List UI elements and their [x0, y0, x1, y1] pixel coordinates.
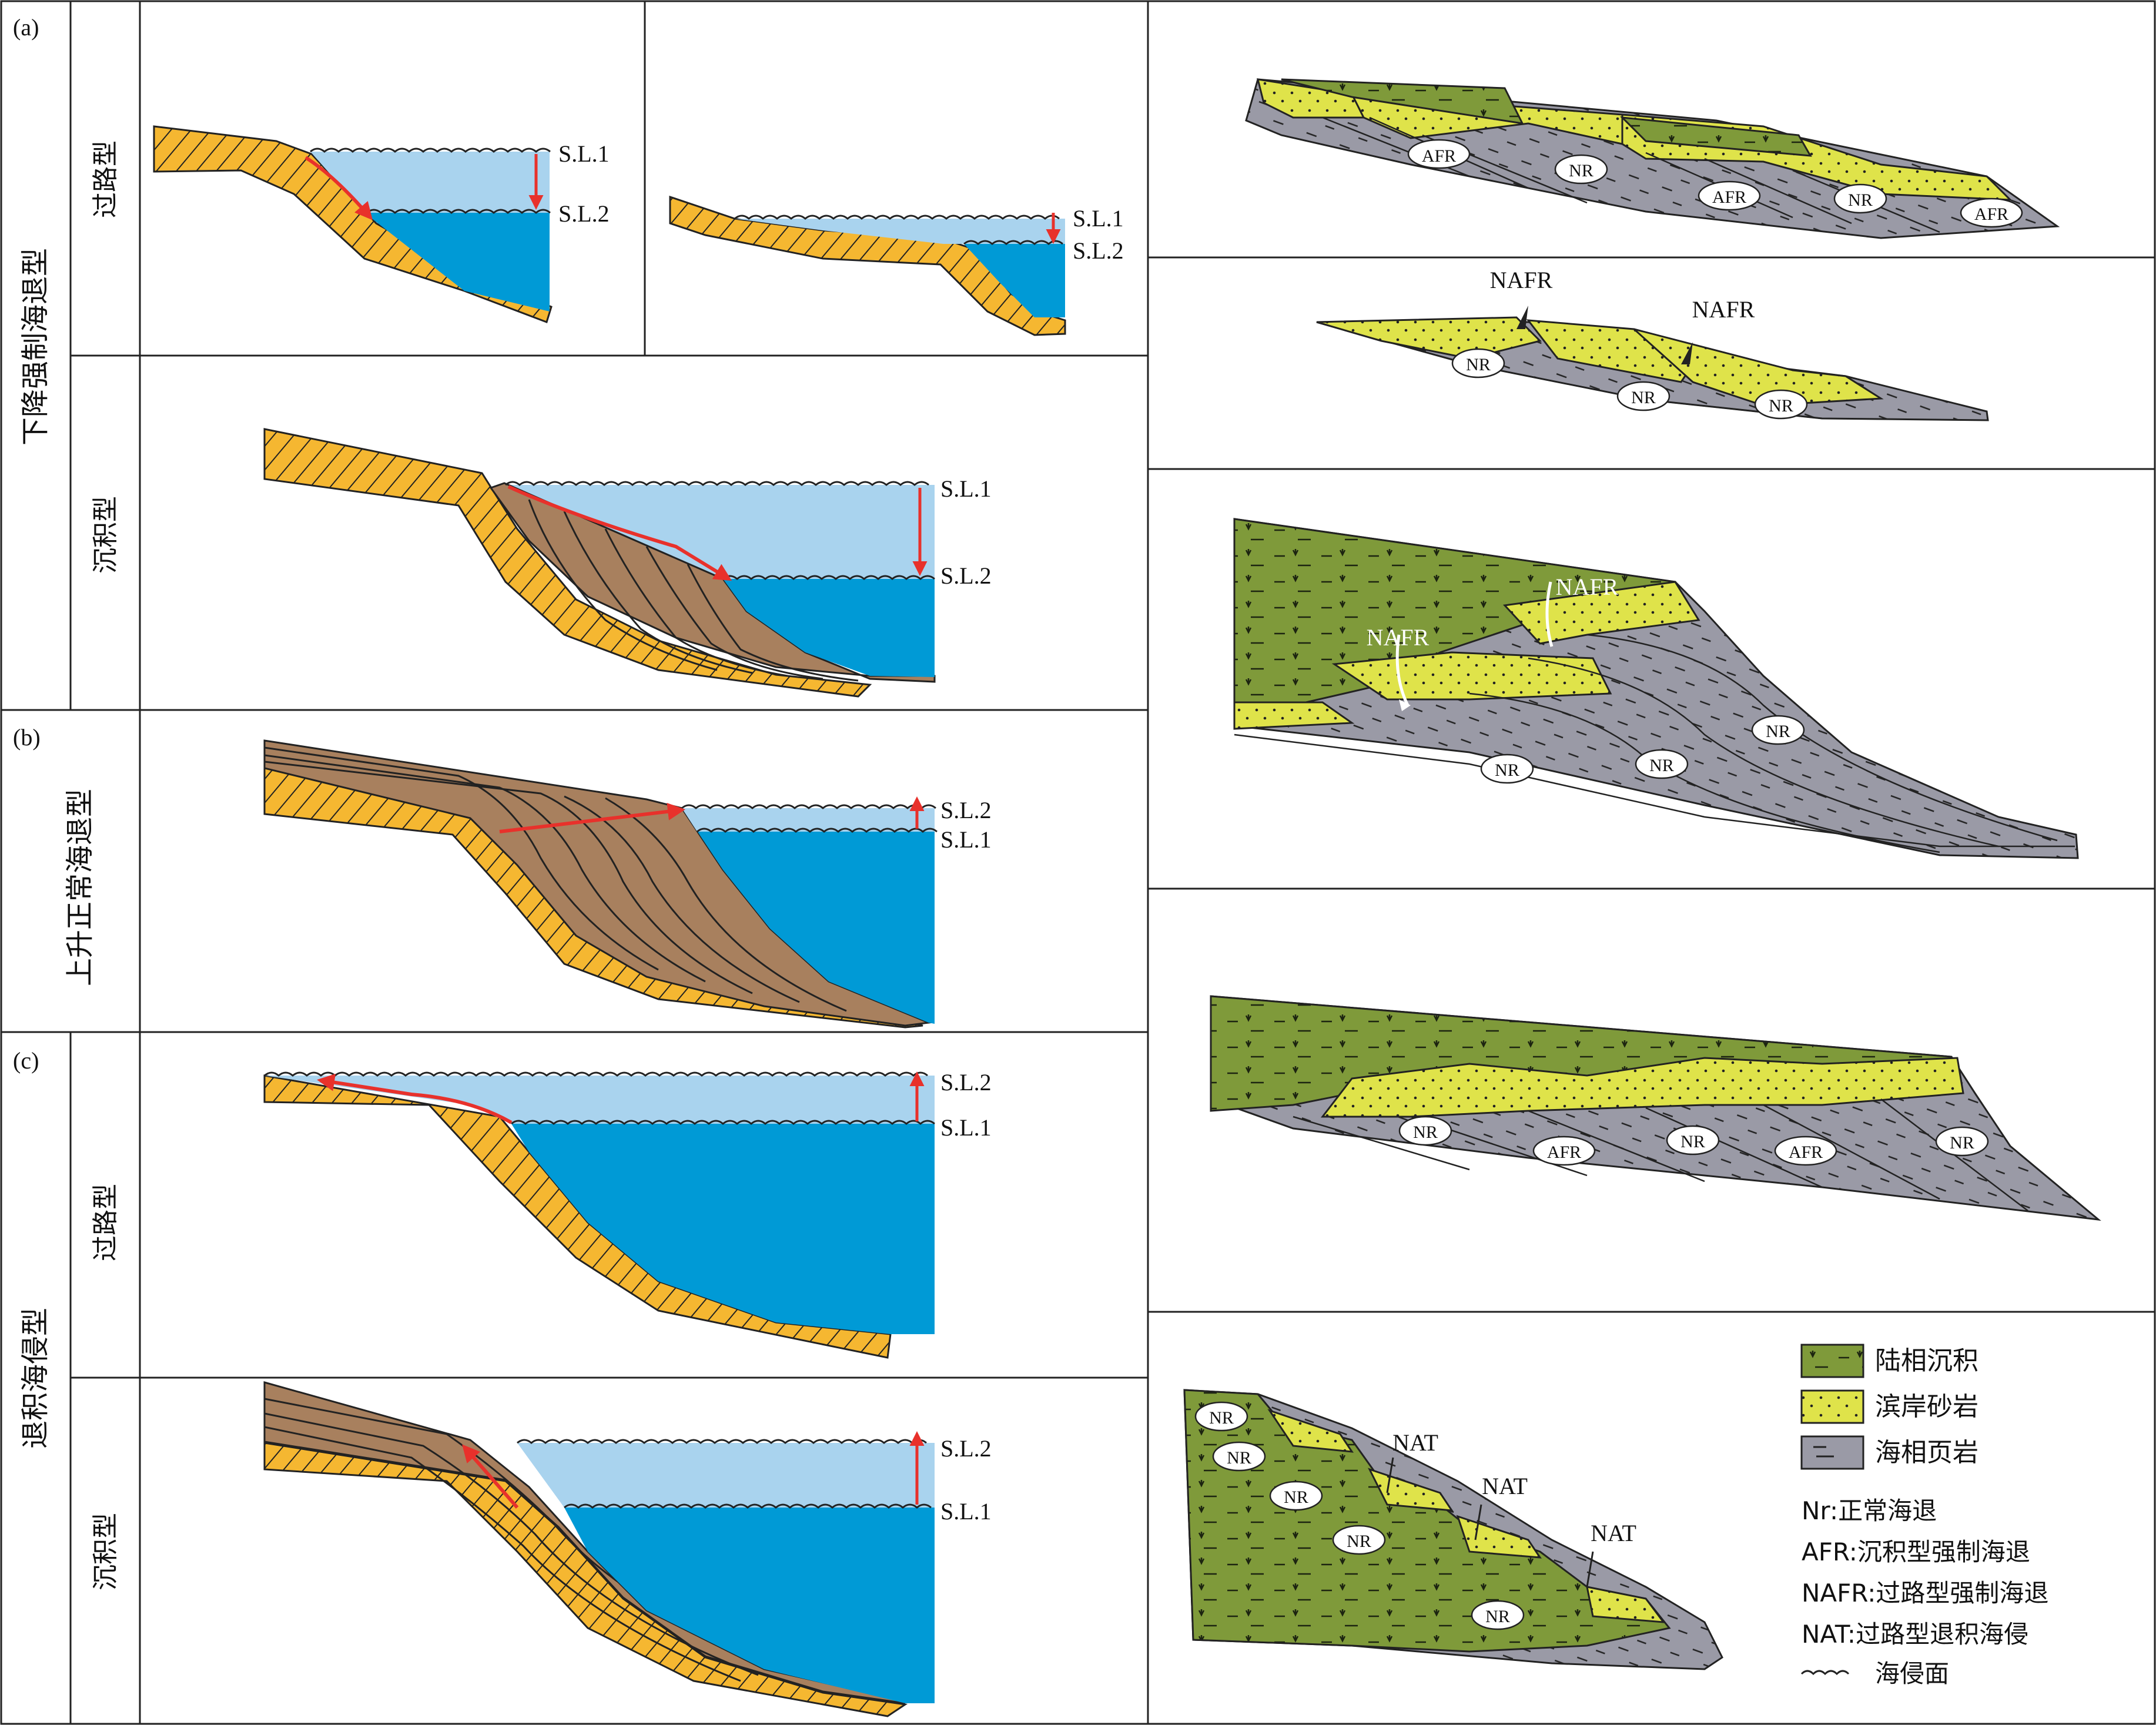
diagram-c-depositional: S.L.2 S.L.1: [263, 1381, 992, 1717]
facies-afr: AFR: [1547, 1143, 1581, 1162]
group-c-title: 退积海侵型: [19, 1308, 52, 1449]
clinoform-lines: [528, 499, 859, 682]
sl2-label: S.L.2: [558, 200, 610, 227]
group-labels: (a) 下降强制海退型 过路型 沉积型 (b) 上升正常海退型 (c) 退积海侵…: [13, 14, 120, 1590]
facies-afr: AFR: [1974, 205, 2008, 224]
legend-swatch-shale: [1800, 1435, 1864, 1470]
group-b-label: (b): [13, 724, 41, 751]
diagram-a-bypass-2: S.L.1 S.L.2: [669, 195, 1124, 336]
facies-nr: NR: [1848, 190, 1873, 210]
sl1-label: S.L.1: [558, 140, 610, 167]
legend-note: NAFR:过路型强制海退: [1802, 1579, 2048, 1607]
sl1-label: S.L.1: [940, 1498, 992, 1525]
legend-note: Nr:正常海退: [1802, 1496, 1937, 1525]
clinoform-lines: [264, 746, 847, 1012]
facies-nr: NR: [1649, 756, 1674, 775]
sl1-label: S.L.1: [940, 475, 992, 502]
facies-nr: NR: [1413, 1123, 1438, 1142]
diagram-a-bypass-1: S.L.1 S.L.2: [153, 125, 610, 323]
group-b-title: 上升正常海退型: [63, 789, 96, 986]
facies-nr: NR: [1485, 1607, 1510, 1626]
transgressive-surface-symbol: [1800, 1670, 1850, 1676]
group-a-title: 下降强制海退型: [19, 248, 52, 446]
group-a-row1-label: 过路型: [91, 140, 120, 218]
facies-nafr: NAFR: [1556, 574, 1619, 600]
diagram-a-depositional: S.L.1 S.L.2: [263, 428, 992, 698]
sl1-label: S.L.1: [1073, 205, 1124, 232]
sl1-label: S.L.1: [940, 826, 992, 853]
facies-afr: AFR: [1422, 146, 1456, 166]
facies-nr: NR: [1769, 396, 1793, 416]
section-5: NAT NAT NAT NR NR NR NR NR: [1183, 1389, 1723, 1670]
legend-swatch-terrestrial: [1800, 1344, 1864, 1378]
facies-nr: NR: [1209, 1408, 1234, 1428]
facies-nr: NR: [1680, 1132, 1705, 1151]
legend-label: 陆相沉积: [1875, 1346, 1978, 1376]
group-c-label: (c): [13, 1047, 39, 1074]
facies-nr: NR: [1347, 1532, 1371, 1551]
sl2-label: S.L.2: [1073, 237, 1124, 264]
facies-nafr: NAFR: [1367, 624, 1429, 651]
facies-nafr: NAFR: [1490, 267, 1553, 293]
facies-nr: NR: [1569, 161, 1593, 180]
section-1: AFR NR AFR NR AFR: [1245, 78, 2060, 239]
legend-surface-label: 海侵面: [1875, 1659, 1949, 1688]
sl2-label: S.L.2: [940, 562, 992, 589]
facies-nr: NR: [1284, 1488, 1308, 1507]
section-3: NAFR NAFR NR NR NR: [1233, 518, 2079, 859]
facies-nr: NR: [1495, 761, 1519, 780]
legend: 陆相沉积 滨岸砂岩 海相页岩 Nr:正常海退 AFR:沉积型强制海退 NAFR:…: [1800, 1344, 2048, 1688]
legend-swatch-sand: [1800, 1389, 1864, 1424]
group-a-row2-label: 沉积型: [91, 496, 120, 574]
facies-nat: NAT: [1482, 1473, 1528, 1499]
diagram-b-normal-regression: S.L.2 S.L.1: [263, 739, 992, 1029]
facies-nr: NR: [1466, 355, 1491, 374]
legend-label: 滨岸砂岩: [1875, 1392, 1978, 1422]
facies-nr: NR: [1631, 388, 1656, 407]
group-c-row2-label: 沉积型: [91, 1513, 120, 1590]
facies-nafr: NAFR: [1692, 296, 1755, 323]
sl2-label: S.L.2: [940, 797, 992, 823]
facies-nr: NR: [1227, 1448, 1251, 1468]
facies-nr: NR: [1766, 722, 1790, 741]
facies-nat: NAT: [1591, 1520, 1636, 1546]
legend-note: AFR:沉积型强制海退: [1802, 1538, 2030, 1566]
group-c-row1-label: 过路型: [91, 1184, 120, 1261]
group-a-label: (a): [13, 14, 39, 41]
diagram-c-bypass: S.L.2 S.L.1: [263, 1069, 992, 1359]
section-4: NR AFR NR AFR NR: [1210, 995, 2101, 1221]
facies-nr: NR: [1950, 1133, 1974, 1153]
facies-afr: AFR: [1712, 187, 1746, 207]
legend-label: 海相页岩: [1875, 1438, 1978, 1468]
facies-afr: AFR: [1789, 1143, 1823, 1162]
sl2-label: S.L.2: [940, 1069, 992, 1096]
legend-note: NAT:过路型退积海侵: [1802, 1620, 2028, 1649]
section-2: NAFR NAFR NR NR NR: [1316, 267, 1989, 421]
sl1-label: S.L.1: [940, 1114, 992, 1141]
sl2-label: S.L.2: [940, 1435, 992, 1462]
facies-nat: NAT: [1392, 1429, 1438, 1456]
